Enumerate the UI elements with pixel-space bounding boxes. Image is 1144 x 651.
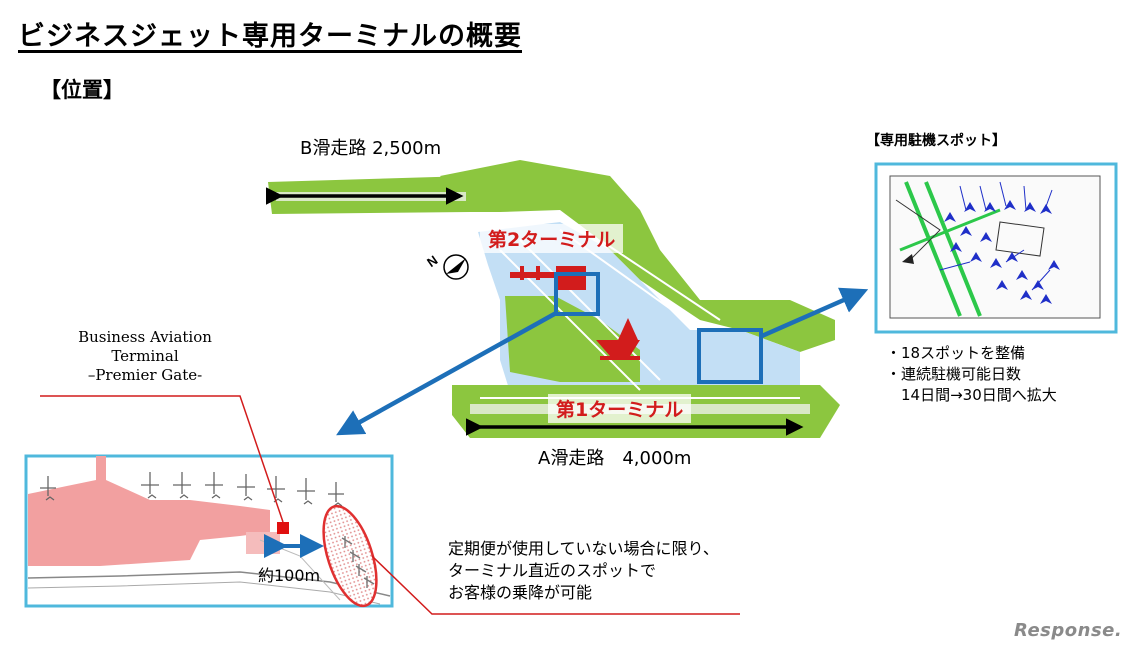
central-field	[505, 296, 640, 382]
terminal-2-highlight-box	[554, 272, 600, 316]
terminal-2-building	[510, 266, 586, 290]
note-line-1: ・18スポットを整備	[886, 344, 1026, 362]
bat-line-1: Business Aviation	[78, 328, 212, 346]
spot-area-highlight-box	[697, 328, 763, 384]
north-compass: N	[424, 252, 469, 280]
spot-detail-panel	[874, 162, 1118, 334]
bat-line-3: –Premier Gate-	[87, 366, 203, 384]
spot-panel-title: 【専用駐機スポット】	[866, 133, 1006, 149]
terminal-detail-panel	[24, 454, 394, 608]
note-line-3: 14日間→30日間へ拡大	[886, 386, 1057, 404]
arrow-to-spot-detail	[761, 287, 869, 339]
remark-line-3: お客様の乗降が可能	[448, 583, 593, 602]
response-watermark: Response.	[1014, 620, 1123, 641]
spot-aircraft-icons	[341, 536, 375, 588]
terminal-1-building	[596, 318, 640, 360]
gate-aircraft-icons	[40, 472, 344, 507]
page-title: ビジネスジェット専用ターミナルの概要	[18, 21, 522, 52]
section-label: 【位置】	[40, 78, 124, 102]
boarding-remark: 定期便が使用していない場合に限り、 ターミナル直近のスポットで お客様の乗降が可…	[448, 538, 719, 604]
terminal-2-label: 第2ターミナル	[480, 224, 624, 253]
remark-line-1: 定期便が使用していない場合に限り、	[448, 539, 719, 558]
terminal-1-label: 第1ターミナル	[548, 394, 692, 423]
note-line-2: ・連続駐機可能日数	[886, 365, 1022, 383]
north-field	[440, 160, 835, 352]
distance-label: 約100m	[258, 566, 321, 585]
dedicated-spot-area	[322, 504, 378, 608]
business-aviation-terminal-marker	[277, 522, 289, 534]
bat-line-2: Terminal	[111, 347, 179, 365]
parking-spot-icons	[944, 200, 1060, 304]
runway-a-label: A滑走路 4,000m	[538, 448, 692, 469]
remark-line-2: ターミナル直近のスポットで	[448, 561, 657, 580]
runway-b-label: B滑走路 2,500m	[300, 138, 442, 159]
terminal-leader-line	[40, 395, 284, 523]
remark-leader-line	[371, 555, 740, 615]
svg-text:N: N	[424, 252, 440, 270]
arrow-to-terminal-detail	[336, 310, 560, 436]
business-aviation-terminal-label: Business Aviation Terminal –Premier Gate…	[40, 328, 250, 385]
spot-notes: ・18スポットを整備 ・連続駐機可能日数 14日間→30日間へ拡大	[886, 343, 1057, 406]
